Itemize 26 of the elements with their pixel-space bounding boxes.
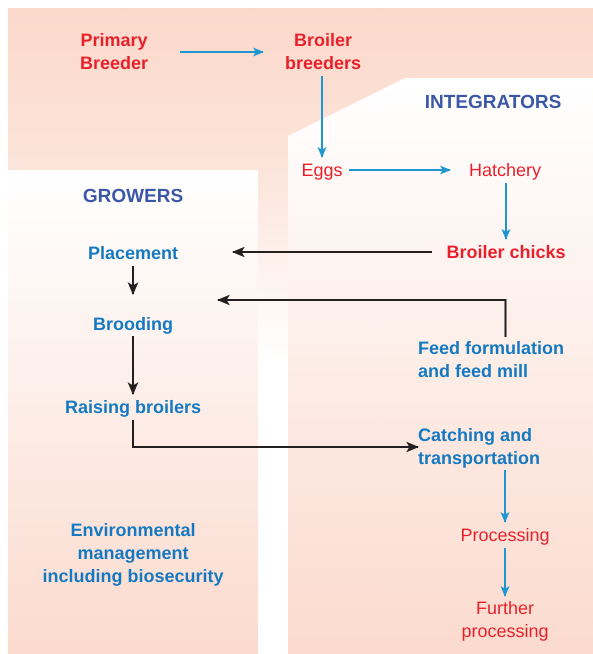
step-label: Environmental management including biosecurity xyxy=(41,518,225,588)
arrow xyxy=(216,294,506,337)
step-label: Broiler breeders xyxy=(284,29,362,75)
arrow xyxy=(232,246,432,258)
arrow xyxy=(180,47,264,57)
arrow xyxy=(501,183,511,240)
step-label: Placement xyxy=(88,242,178,264)
arrow xyxy=(317,76,327,158)
arrow xyxy=(128,336,138,396)
step-label: Feed formulation and feed mill xyxy=(418,337,566,383)
arrow xyxy=(349,165,451,175)
section-heading: GROWERS xyxy=(82,186,184,208)
step-label: Hatchery xyxy=(468,158,542,182)
step-label: Eggs xyxy=(301,158,343,182)
arrow xyxy=(500,470,510,523)
step-label: Raising broilers xyxy=(64,396,202,418)
step-label: Broiler chicks xyxy=(446,240,566,264)
arrow xyxy=(128,266,138,296)
step-label: Processing xyxy=(460,524,550,546)
section-heading: INTEGRATORS xyxy=(424,92,562,114)
step-label: Further processing xyxy=(460,597,550,643)
step-label: Brooding xyxy=(93,313,173,336)
arrow xyxy=(132,420,420,452)
step-label: Catching and transportation xyxy=(418,424,542,470)
arrow xyxy=(500,548,510,597)
step-label: Primary Breeder xyxy=(78,29,150,75)
